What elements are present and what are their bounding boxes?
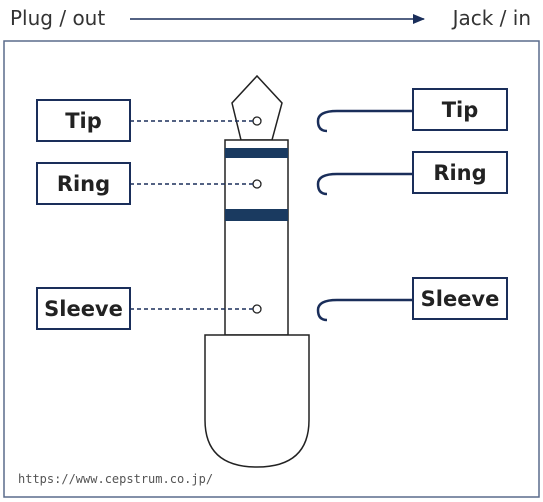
sleeve-contact-point	[252, 304, 262, 314]
jack-sleeve-spring	[316, 298, 413, 322]
plug-out-title: Plug / out	[10, 6, 106, 30]
jack-tip-label: Tip	[412, 88, 508, 131]
plug-shaft	[224, 139, 289, 336]
jack-tip-spring	[316, 109, 413, 133]
jack-ring-spring	[316, 172, 413, 196]
plug-ring-label: Ring	[36, 162, 131, 205]
tip-ring-insulator	[225, 148, 288, 158]
plug-sleeve-label: Sleeve	[36, 287, 131, 330]
ring-sleeve-insulator	[225, 209, 288, 221]
tip-contact-point	[252, 116, 262, 126]
jack-sleeve-label: Sleeve	[412, 277, 508, 320]
jack-ring-label: Ring	[412, 151, 508, 194]
plug-handle	[204, 334, 310, 468]
plug-connector	[204, 74, 310, 468]
source-url: https://www.cepstrum.co.jp/	[18, 472, 214, 486]
jack-in-title: Jack / in	[452, 6, 531, 30]
plug-tip-label: Tip	[36, 99, 131, 142]
ring-contact-point	[252, 179, 262, 189]
